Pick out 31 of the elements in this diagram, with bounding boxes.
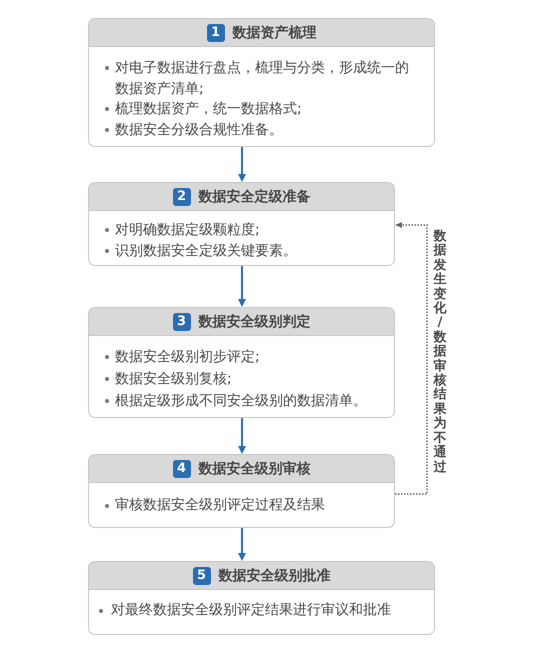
step-box xyxy=(88,454,395,528)
edge-label: 数据发生变化/数据审核结果为不通过 xyxy=(433,230,447,475)
bullet-text: 根据定级形成不同安全级别的数据清单。 xyxy=(115,392,368,411)
step-title: 数据安全级别批准 xyxy=(218,566,330,586)
step-box xyxy=(88,182,395,266)
bullet-text: 数据安全分级合规性准备。 xyxy=(115,120,284,140)
bullet-text: 审核数据安全级别评定过程及结果 xyxy=(115,496,326,515)
dotted-arrow xyxy=(395,222,428,495)
number-badge: 1 xyxy=(206,24,224,42)
arrow xyxy=(238,147,246,182)
step-box xyxy=(88,18,435,147)
bullet-text: 识别数据安全定级关键要素。 xyxy=(115,242,298,260)
step-box xyxy=(88,307,395,418)
bullet-text: 对明确数据定级颗粒度; xyxy=(115,221,261,240)
number-badge: 3 xyxy=(172,312,190,330)
step-box xyxy=(88,561,435,635)
step-title: 数据安全级别审核 xyxy=(198,460,310,478)
arrow xyxy=(238,418,246,454)
bullet-text: 数据安全级别初步评定; xyxy=(115,348,261,367)
number-badge: 2 xyxy=(172,188,190,206)
bullet-text: 数据安全级别复核; xyxy=(115,370,233,389)
bullet-text: 对电子数据进行盘点，梳理与分类，形成统一的数据资产清单; xyxy=(115,59,410,98)
number-badge: 4 xyxy=(172,460,190,478)
arrow xyxy=(238,528,246,561)
step-title: 数据安全级别判定 xyxy=(198,312,310,332)
bullet-text: 对最终数据安全级别评定结果进行审议和批准 xyxy=(111,601,392,620)
number-badge: 5 xyxy=(192,566,210,584)
arrow xyxy=(238,266,246,307)
step-title: 数据资产梳理 xyxy=(232,24,316,42)
step-title: 数据安全定级准备 xyxy=(198,188,310,206)
bullet-text: 梳理数据资产，统一数据格式; xyxy=(115,100,303,119)
